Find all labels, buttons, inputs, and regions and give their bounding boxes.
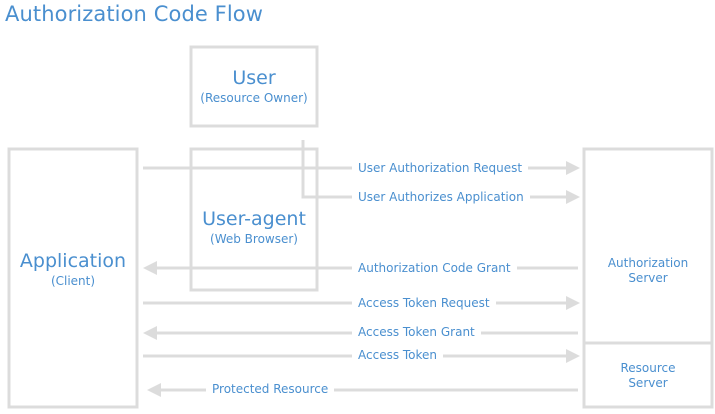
application-box bbox=[7, 147, 139, 409]
authorization-server-box bbox=[582, 147, 714, 345]
authorization-server-line2: Server bbox=[628, 271, 668, 285]
flow-label-access-token-grant: Access Token Grant bbox=[352, 324, 481, 340]
resource-server-label: Resource Server bbox=[584, 361, 712, 391]
user-agent-role: (Web Browser) bbox=[210, 231, 298, 246]
flow-label-access-token-request: Access Token Request bbox=[352, 295, 496, 311]
resource-server-line2: Server bbox=[628, 376, 668, 390]
application-label: Application (Client) bbox=[9, 250, 137, 289]
application-name: Application bbox=[19, 250, 127, 272]
user-box bbox=[189, 45, 319, 128]
authorization-server-line1: Authorization bbox=[607, 256, 689, 270]
user-agent-label: User-agent (Web Browser) bbox=[191, 208, 317, 247]
flow-label-authorization-code-grant: Authorization Code Grant bbox=[352, 260, 517, 276]
arrowhead-authorization-code-grant bbox=[143, 261, 157, 275]
flow-label-access-token: Access Token bbox=[352, 347, 444, 363]
resource-server-box bbox=[582, 341, 714, 409]
flow-label-user-authorization-request: User Authorization Request bbox=[352, 160, 529, 176]
user-role: (Resource Owner) bbox=[200, 90, 308, 105]
arrowhead-protected-resource bbox=[147, 383, 161, 397]
user-label: User (Resource Owner) bbox=[191, 67, 317, 106]
flow-label-user-authorizes-application: User Authorizes Application bbox=[352, 189, 530, 205]
resource-server-line1: Resource bbox=[620, 361, 676, 375]
user-agent-name: User-agent bbox=[202, 208, 306, 230]
arrowhead-user-authorization-request bbox=[566, 161, 580, 175]
diagram-title: Authorization Code Flow bbox=[5, 2, 264, 26]
user-agent-box bbox=[189, 147, 319, 292]
arrowhead-access-token-grant bbox=[143, 326, 157, 340]
flow-label-protected-resource: Protected Resource bbox=[206, 381, 335, 397]
user-name: User bbox=[232, 67, 276, 89]
arrowhead-user-authorizes-application bbox=[566, 190, 580, 204]
authorization-server-label: Authorization Server bbox=[584, 256, 712, 286]
arrowhead-access-token bbox=[566, 349, 580, 363]
arrowhead-access-token-request bbox=[566, 296, 580, 310]
application-role: (Client) bbox=[50, 273, 96, 288]
